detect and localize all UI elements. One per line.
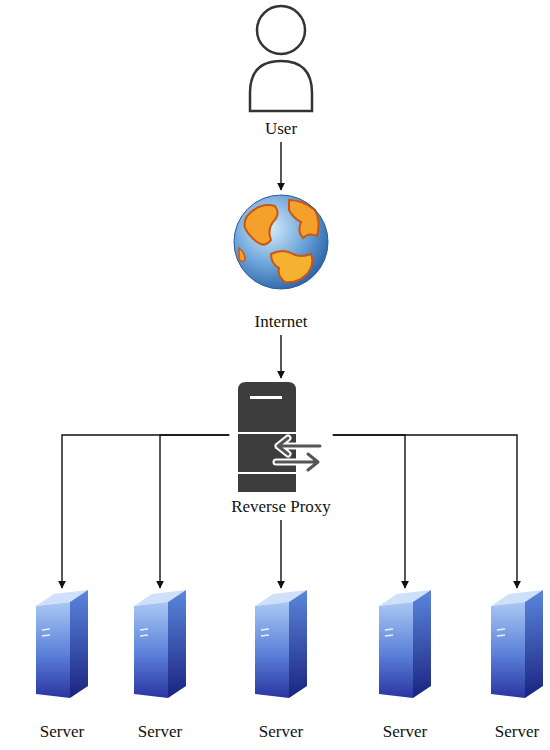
connector-arrow: [333, 435, 517, 588]
server-icon: [379, 590, 431, 700]
proxy-node: Reverse Proxy: [229, 380, 333, 517]
connector-arrow: [280, 520, 281, 588]
server-node: Server: [491, 590, 543, 742]
server-node: Server: [255, 590, 307, 742]
server-icon: [491, 590, 543, 700]
server-node: Server: [134, 590, 186, 742]
user-icon: [250, 6, 312, 111]
server-node: Server: [36, 590, 88, 742]
node-label: Internet: [253, 312, 310, 332]
node-label: Server: [38, 722, 86, 742]
node-label: User: [263, 119, 299, 139]
server-icon: [134, 590, 186, 698]
server-icon: [36, 590, 88, 698]
user-icon: [246, 3, 316, 113]
node-label: Server: [136, 722, 184, 742]
server-icon: [134, 590, 186, 700]
server-icon: [255, 590, 307, 698]
connector-arrow: [62, 435, 229, 588]
server-node: Server: [379, 590, 431, 742]
server-icon: [491, 590, 543, 698]
connector-arrow: [333, 435, 405, 588]
globe-icon: [231, 192, 331, 292]
node-label: Server: [493, 722, 541, 742]
internet-node: Internet: [231, 192, 331, 332]
user-node: User: [246, 3, 316, 139]
globe-icon: [234, 195, 328, 289]
node-label: Server: [257, 722, 305, 742]
connector-arrow: [280, 335, 281, 378]
node-label: Reverse Proxy: [229, 497, 333, 517]
node-label: Server: [381, 722, 429, 742]
server-icon: [379, 590, 431, 698]
server-icon: [255, 590, 307, 700]
connector-arrow: [160, 435, 229, 588]
proxy-server-icon: [238, 382, 320, 492]
server-icon: [36, 590, 88, 700]
connector-arrow: [280, 142, 281, 190]
proxy-server-icon: [236, 380, 326, 495]
